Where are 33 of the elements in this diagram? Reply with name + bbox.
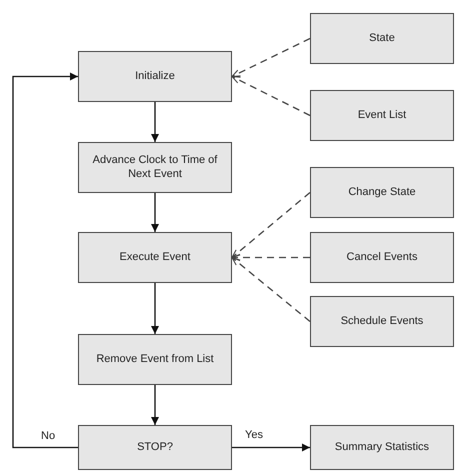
arrow: [151, 385, 159, 425]
box-text: Schedule Events: [340, 314, 424, 328]
process-box: [310, 232, 454, 283]
process-box: [78, 232, 232, 283]
process-box: [78, 51, 232, 102]
box-text: State: [369, 32, 395, 46]
arrow: [231, 254, 310, 262]
box-text: Initialize: [135, 70, 175, 84]
process-box: [78, 142, 232, 193]
process-box: [310, 13, 454, 64]
process-box: [310, 167, 454, 218]
arrow: [231, 192, 310, 258]
box-text: Event List: [358, 108, 406, 122]
arrow: [232, 444, 310, 452]
box-text: Advance Clock to Time of Next Event: [92, 154, 218, 182]
arrow: [231, 256, 310, 322]
process-box: [310, 90, 454, 141]
box-text: Summary Statistics: [334, 440, 430, 454]
process-box: [310, 296, 454, 347]
arrow: [231, 38, 310, 78]
process-box: [78, 334, 232, 385]
arrow: [151, 102, 159, 142]
arrow: [151, 193, 159, 232]
box-text: Execute Event: [120, 250, 190, 264]
box-text: Cancel Events: [346, 250, 418, 264]
arrow: [12, 72, 78, 448]
process-box: [310, 425, 454, 470]
process-box: [78, 425, 232, 470]
arrow: [151, 283, 159, 334]
box-text: Remove Event from List: [96, 352, 214, 366]
box-text: Change State: [348, 186, 416, 200]
arrow: [231, 76, 310, 116]
box-text: STOP?: [137, 440, 173, 454]
